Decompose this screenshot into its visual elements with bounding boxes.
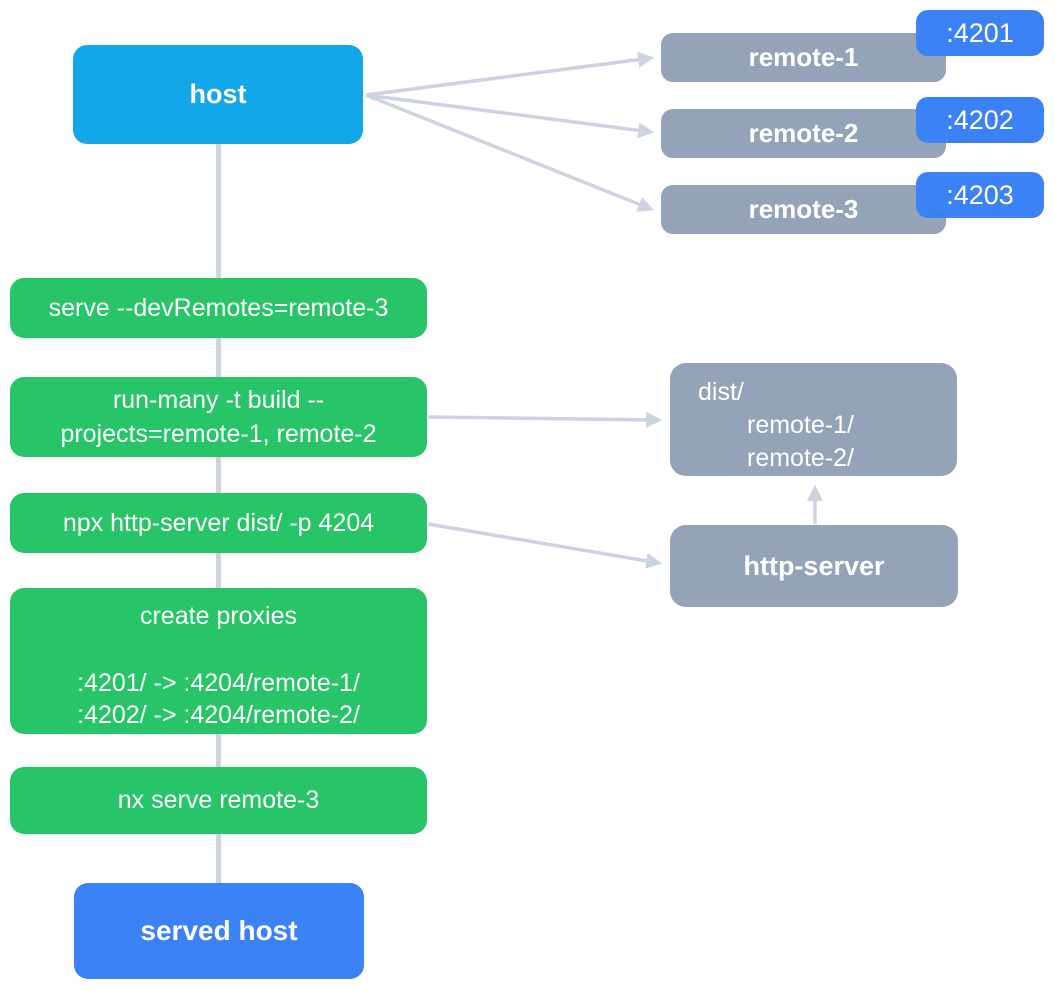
remote-3-label: remote-3 xyxy=(748,194,859,224)
remote-1-node: remote-1 xyxy=(661,33,946,82)
remote-2-label: remote-2 xyxy=(748,118,859,148)
port-4203-label: :4203 xyxy=(946,179,1014,210)
port-badge-4201: :4201 xyxy=(916,10,1044,56)
edge-httpcmd-httpserver xyxy=(427,522,663,569)
proxy-rule-4201: :4201/ -> :4204/remote-1/ xyxy=(77,669,360,697)
remote-1-label: remote-1 xyxy=(748,42,859,72)
step-run-many-build: run-many -t build -- projects=remote-1, … xyxy=(10,377,427,457)
host-node: host xyxy=(73,45,363,144)
edge-host-remote-1 xyxy=(365,51,655,97)
dist-root-label: dist/ xyxy=(698,378,744,406)
remote-2-node: remote-2 xyxy=(661,109,946,158)
remote-3-node: remote-3 xyxy=(661,185,946,234)
proxy-rule-4202: :4202/ -> :4204/remote-2/ xyxy=(77,701,360,729)
dist-remote-1-label: remote-1/ xyxy=(747,411,854,439)
dist-folder-node: dist/ remote-1/ remote-2/ xyxy=(670,363,957,476)
port-4201-label: :4201 xyxy=(946,17,1014,48)
edge-build-dist xyxy=(427,411,663,428)
dist-remote-2-label: remote-2/ xyxy=(747,444,854,472)
port-badge-4202: :4202 xyxy=(916,97,1044,143)
step-nx-serve-remote-3: nx serve remote-3 xyxy=(10,767,427,834)
step-build-line2: projects=remote-1, remote-2 xyxy=(60,420,377,448)
create-proxies-title: create proxies xyxy=(139,602,298,630)
step-create-proxies: create proxies :4201/ -> :4204/remote-1/… xyxy=(10,588,427,734)
served-host-node: served host xyxy=(74,883,364,979)
step-http-cmd-label: npx http-server dist/ -p 4204 xyxy=(62,508,375,537)
port-4202-label: :4202 xyxy=(946,104,1014,135)
http-server-label: http-server xyxy=(743,550,885,581)
port-badge-4203: :4203 xyxy=(916,172,1044,218)
edge-host-remote-2 xyxy=(365,93,655,139)
served-host-label: served host xyxy=(140,915,298,946)
step-serve-dev-remotes: serve --devRemotes=remote-3 xyxy=(10,278,427,338)
edge-host-remote-3 xyxy=(365,93,654,212)
http-server-node: http-server xyxy=(670,525,958,607)
step-build-line1: run-many -t build -- xyxy=(112,386,325,414)
host-label: host xyxy=(189,79,247,109)
step-npx-http-server: npx http-server dist/ -p 4204 xyxy=(10,493,427,553)
step-nx-serve-label: nx serve remote-3 xyxy=(117,786,320,814)
step-serve-label: serve --devRemotes=remote-3 xyxy=(48,293,389,322)
